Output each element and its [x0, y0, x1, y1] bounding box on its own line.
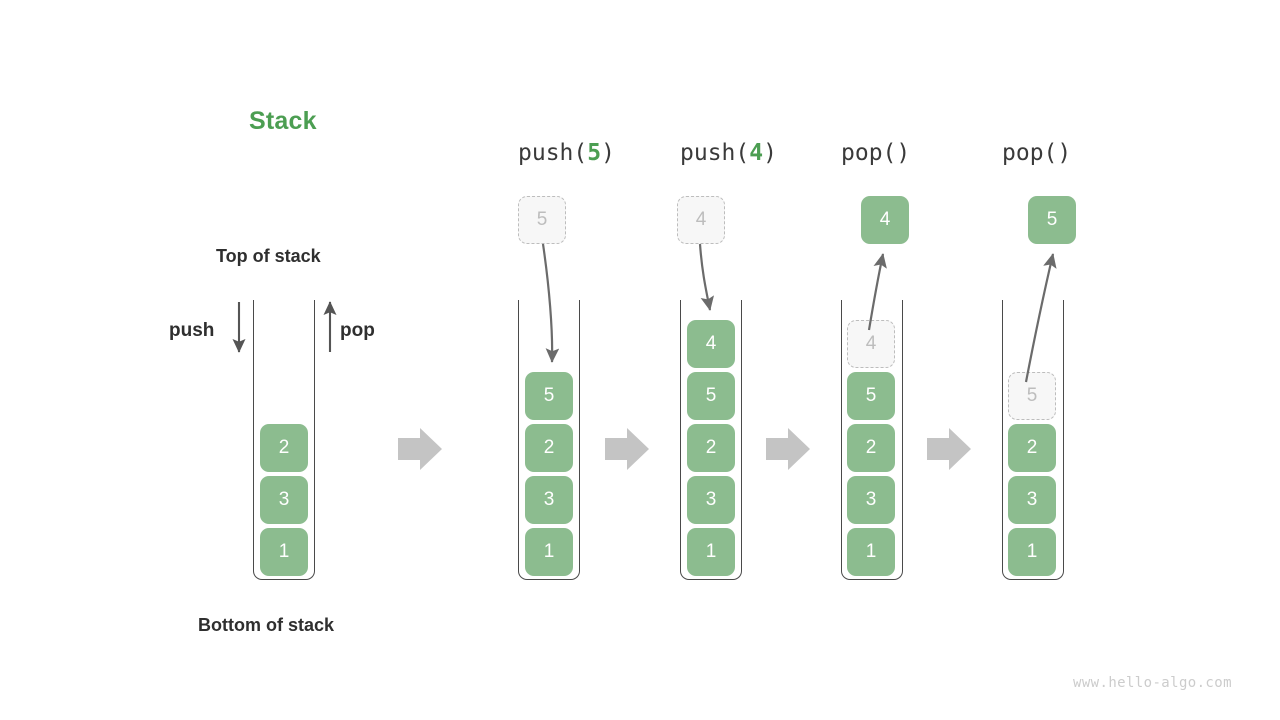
stack-tube-0 — [253, 300, 315, 580]
op-text: pop( — [841, 140, 897, 166]
stack-cell: 2 — [847, 424, 895, 472]
vacated-slot: 4 — [847, 320, 895, 368]
transition-arrow-3 — [766, 428, 810, 470]
stack-cell: 2 — [260, 424, 308, 472]
stack-cell: 1 — [525, 528, 573, 576]
stack-cell: 4 — [687, 320, 735, 368]
op-text-suffix: ) — [763, 140, 777, 166]
stack-cell: 1 — [847, 528, 895, 576]
stack-tube-2 — [680, 300, 742, 580]
op-text-suffix: ) — [601, 140, 615, 166]
stack-cell: 1 — [1008, 528, 1056, 576]
op-text: push( — [680, 140, 750, 166]
op-arg: 4 — [749, 140, 764, 166]
stack-cell: 3 — [260, 476, 308, 524]
stack-cell: 2 — [525, 424, 573, 472]
page-title: Stack — [249, 107, 317, 135]
push-label: push — [169, 320, 215, 341]
stack-cell: 3 — [687, 476, 735, 524]
op-text: push( — [518, 140, 588, 166]
stack-cell: 3 — [1008, 476, 1056, 524]
incoming-element: 5 — [518, 196, 566, 244]
op-caption-pop-2: pop() — [1002, 140, 1071, 166]
incoming-element: 4 — [677, 196, 725, 244]
stack-tube-1 — [518, 300, 580, 580]
pop-label: pop — [340, 320, 375, 341]
top-of-stack-label: Top of stack — [216, 246, 321, 266]
stack-tube-4 — [1002, 300, 1064, 580]
stack-cell: 1 — [687, 528, 735, 576]
stack-cell: 5 — [525, 372, 573, 420]
op-text-suffix: ) — [896, 140, 911, 166]
vacated-slot: 5 — [1008, 372, 1056, 420]
transition-arrow-2 — [605, 428, 649, 470]
op-caption-push-5: push(5) — [518, 140, 615, 166]
stack-cell: 5 — [687, 372, 735, 420]
op-caption-pop-1: pop() — [841, 140, 910, 166]
stack-cell: 3 — [525, 476, 573, 524]
op-arg: 5 — [587, 140, 602, 166]
stack-tube-3 — [841, 300, 903, 580]
bottom-of-stack-label: Bottom of stack — [198, 615, 335, 635]
stack-cell: 5 — [847, 372, 895, 420]
stack-cell: 2 — [1008, 424, 1056, 472]
stack-cell: 2 — [687, 424, 735, 472]
popped-element: 4 — [861, 196, 909, 244]
op-text-suffix: ) — [1057, 140, 1072, 166]
stack-cell: 3 — [847, 476, 895, 524]
op-text: pop( — [1002, 140, 1058, 166]
watermark: www.hello-algo.com — [1073, 675, 1232, 691]
transition-arrow-4 — [927, 428, 971, 470]
transition-arrow-1 — [398, 428, 442, 470]
popped-element: 5 — [1028, 196, 1076, 244]
op-caption-push-4: push(4) — [680, 140, 777, 166]
stack-cell: 1 — [260, 528, 308, 576]
